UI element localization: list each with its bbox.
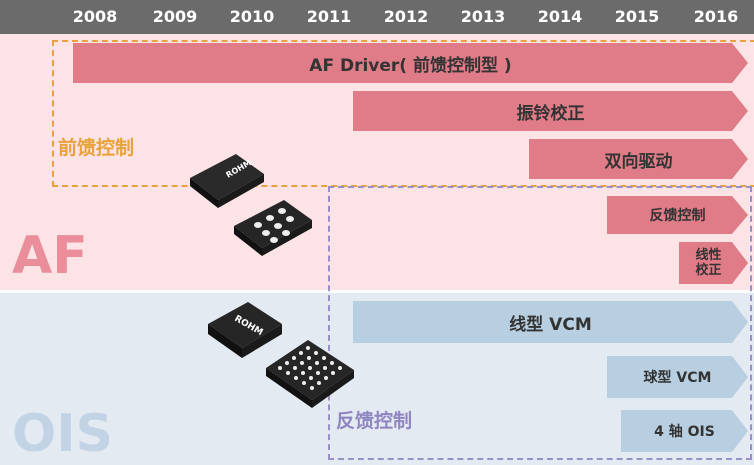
feedback-label: 反馈控制 [336, 410, 413, 432]
linear-vcm-arrow: 线型 VCM [353, 301, 748, 343]
feedback-control-arrow: 反馈控制 [607, 196, 748, 234]
feedback-control-label: 反馈控制 [649, 208, 706, 224]
year-label: 2009 [152, 7, 198, 26]
year-label: 2016 [693, 7, 739, 26]
bidirectional-drive-arrow: 双向驱动 [529, 139, 748, 179]
af-chip-top-image: ROHM [190, 154, 264, 208]
year-label: 2014 [537, 7, 583, 26]
ois-chip-bottom-image [266, 340, 354, 408]
linear-correction-line2: 校正 [695, 263, 722, 278]
ringing-correction-arrow: 振铃校正 [353, 91, 748, 131]
year-label: 2013 [460, 7, 506, 26]
year-label: 2012 [383, 7, 429, 26]
ois-4axis-arrow: 4 轴 OIS [621, 410, 748, 452]
af-label: AF [12, 226, 88, 286]
linear-correction-line1: 线性 [695, 248, 722, 263]
linear-vcm-label: 线型 VCM [509, 314, 592, 335]
year-label: 2010 [229, 7, 275, 26]
ois-label: OIS [12, 404, 114, 464]
feedforward-label: 前馈控制 [58, 137, 135, 159]
feedback-region [328, 186, 752, 460]
af-driver-arrow: AF Driver( 前馈控制型 ) [73, 43, 748, 83]
ois-chip-top-image: ROHM [208, 302, 282, 358]
linear-correction-arrow: 线性 校正 [679, 242, 748, 284]
af-driver-label: AF Driver( 前馈控制型 ) [309, 55, 512, 76]
year-header: 2008 2009 2010 2011 2012 2013 2014 2015 … [0, 0, 754, 34]
ois-4axis-label: 4 轴 OIS [654, 424, 715, 440]
year-label: 2015 [614, 7, 660, 26]
bidirectional-drive-label: 双向驱动 [604, 151, 673, 172]
ball-vcm-label: 球型 VCM [643, 370, 712, 386]
af-chip-bottom-image [234, 200, 312, 256]
ball-vcm-arrow: 球型 VCM [607, 356, 748, 398]
ringing-correction-label: 振铃校正 [516, 103, 585, 124]
year-label: 2011 [306, 7, 352, 26]
year-label: 2008 [72, 7, 118, 26]
